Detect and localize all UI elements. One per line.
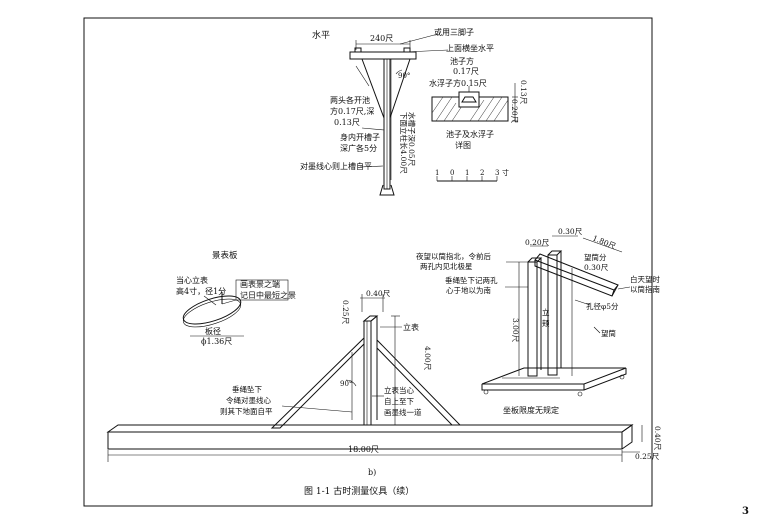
flute-width-value: 0.17尺: [453, 67, 479, 76]
water-level-diagram: 水平 240尺 或用三脚子 上面横坐水平 90° 下面立柱长4.00尺 水槽子深…: [300, 27, 528, 196]
detail-height-013: 0.13尺: [519, 80, 528, 105]
tube-inner-size: 望筒分 0.30尺: [584, 252, 609, 272]
post-top-size: 0.40尺: [366, 289, 391, 298]
sighting-tube-diagram: 0.30尺 0.20尺 1.80尺 望筒分 0.30尺 夜望以筒指北，令前后 两…: [416, 227, 662, 415]
page-number: 3: [742, 506, 749, 517]
figure-frame: [83, 17, 653, 507]
upright-label: 立表: [403, 322, 419, 332]
inner-grooves-note: 身内开槽子 深广各5分: [340, 132, 383, 153]
shadow-board-title: 景表板: [212, 250, 238, 261]
leg-length-label: 下面立柱长4.00尺: [399, 112, 409, 174]
board-diameter-label: 板径 ϕ1.36尺: [201, 326, 232, 346]
flute-width-label: 池子方: [450, 56, 474, 66]
top-level-note: 上面横坐水平: [446, 43, 494, 53]
day-sighting-note: 白天望时 以筒指南: [630, 274, 662, 294]
plumb-drop-note: 垂绳坠下记两孔 心于地以为南: [445, 275, 500, 295]
floater-width-label: 水浮子方0.15尺: [429, 78, 487, 88]
detail-height-020: 0.20尺: [510, 99, 519, 124]
scale-tick-labels: 1 0 1 2 3: [435, 169, 499, 177]
post-side-size: 0.25尺: [341, 300, 350, 325]
frame-height-label: 4.00尺: [423, 346, 432, 371]
water-depth-label: 水槽子深0.05尺: [407, 112, 417, 167]
shadow-board-diagram: 景表板 当心立表 高4寸，径1分 画表景之端 记日中最短之景 板径 ϕ1.36尺: [176, 250, 296, 346]
tube-label: 望筒: [601, 328, 616, 338]
pool-floater-detail: 池子方 0.17尺 水浮子方0.15尺 0.13尺 0.20尺 池子及水浮子 详…: [429, 56, 528, 182]
shadow-mark-note: 画表景之端 记日中最短之景: [240, 279, 296, 300]
plumb-center-note: 立表当心 自上至下 画墨线一道: [384, 385, 422, 417]
tube-dim-020: 0.20尺: [525, 238, 550, 247]
plumb-left-note: 垂绳坠下 令绳对墨线心 则其下地面自平: [220, 384, 273, 416]
plumb-note: 对墨线心则上槽自平: [300, 161, 372, 171]
center-upright-note: 当心立表 高4寸，径1分: [176, 275, 226, 296]
base-board-note: 坐板限度无规定: [503, 405, 559, 415]
level-angle-label: 90°: [398, 72, 410, 80]
plumb-frame-diagram: 90° 0.40尺 0.25尺 立表 4.00尺 垂绳坠下 令绳对墨线心 则其下…: [106, 289, 662, 477]
or-three-feet-label: 或用三脚子: [434, 27, 474, 37]
night-sighting-note: 夜望以筒指北，令前后 两孔内见北极星: [416, 251, 493, 271]
frame-angle-label: 90°: [340, 380, 352, 388]
base-height-label: 0.40尺: [653, 426, 662, 451]
tube-dim-030: 0.30尺: [558, 227, 583, 236]
base-length-label: 18.00尺: [348, 445, 379, 454]
end-holes-note: 两头各开池 方0.17尺,深 0.13尺: [330, 95, 377, 127]
detail-caption: 池子及水浮子 详图: [446, 129, 497, 150]
subfigure-label: b): [368, 468, 376, 477]
tube-dim-180: 1.80尺: [591, 234, 617, 252]
water-level-title: 水平: [312, 29, 330, 41]
post-label: 立 颊: [542, 307, 552, 328]
scale-unit: 寸: [502, 168, 509, 177]
post-height-label: 3.00尺: [511, 318, 520, 343]
figure-caption: 图 1-1 古时测量仪具（续）: [304, 485, 414, 497]
base-width-label: 0.25尺: [635, 452, 660, 461]
hole-diameter-note: 孔径φ5分: [586, 301, 619, 311]
level-width-label: 240尺: [370, 34, 393, 43]
